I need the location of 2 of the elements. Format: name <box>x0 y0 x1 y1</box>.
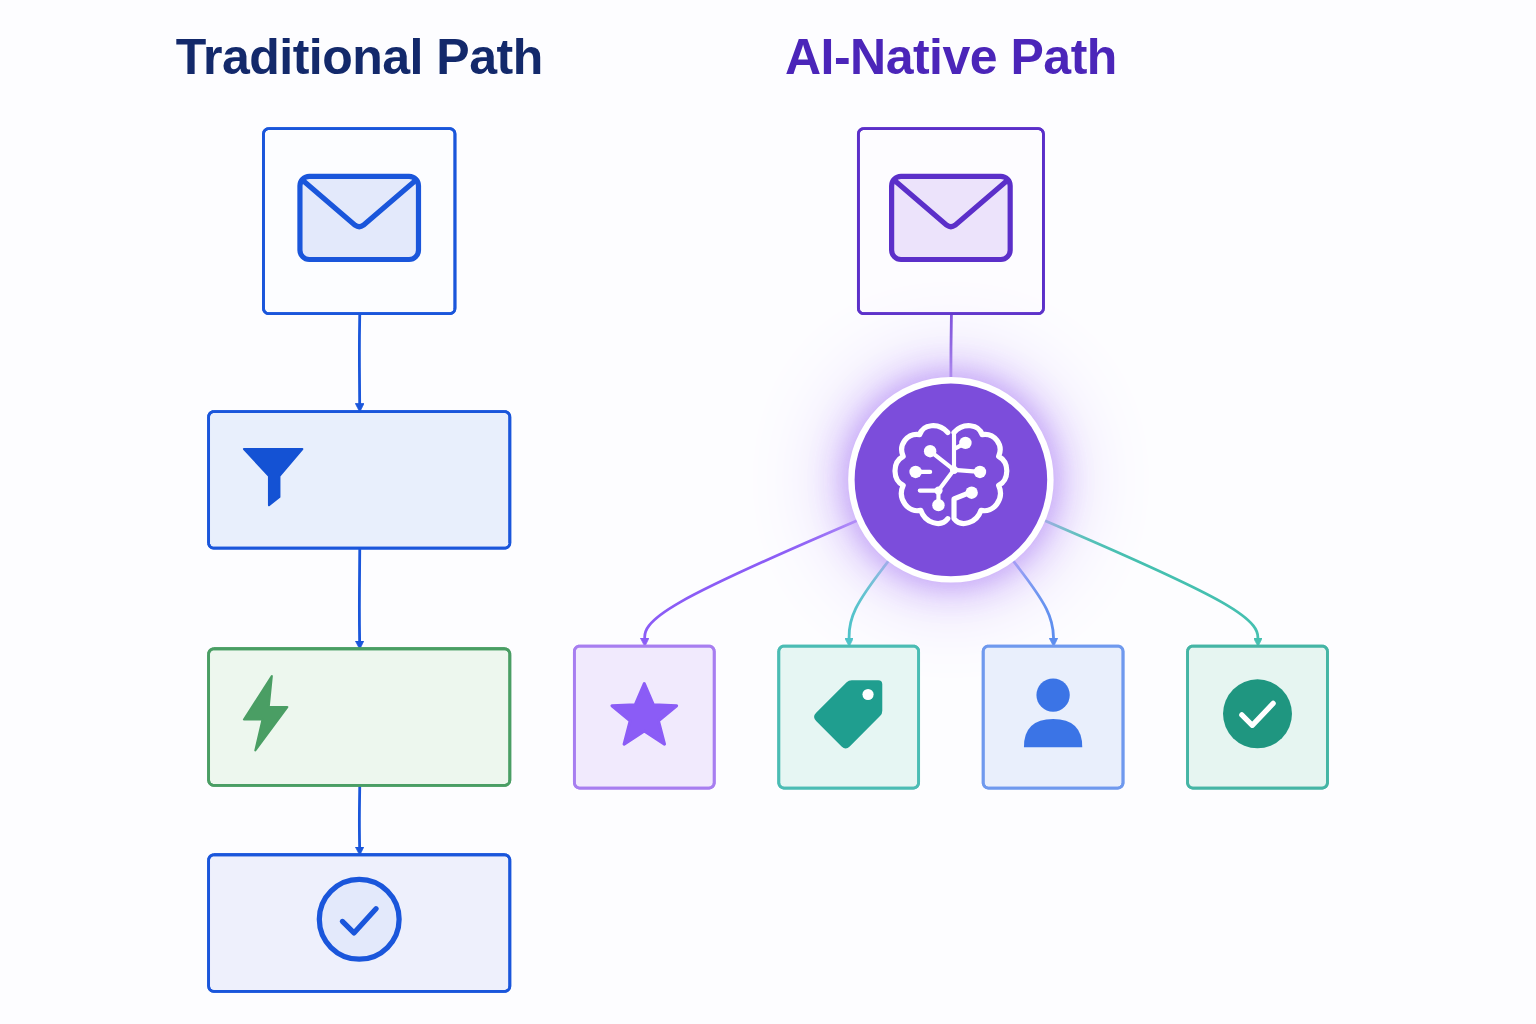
section-heading: Traditional Path <box>175 28 543 86</box>
section-heading: AI-Native Path <box>784 28 1117 86</box>
